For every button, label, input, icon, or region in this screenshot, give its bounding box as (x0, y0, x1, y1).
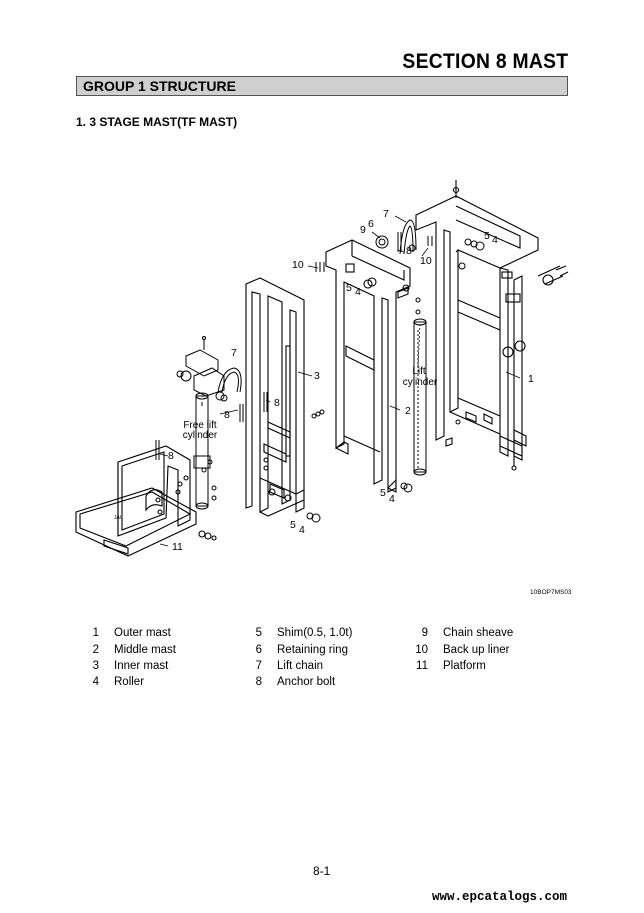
svg-text:5: 5 (484, 230, 490, 242)
legend-num: 1 (92, 627, 99, 639)
group-title: GROUP 1 STRUCTURE (83, 78, 236, 94)
legend-num: 11 (416, 660, 428, 672)
legend-name: Lift chain (277, 660, 324, 672)
figure-code: 10BOP7MS03 (530, 589, 572, 596)
svg-text:10: 10 (420, 255, 432, 267)
lift-chain-left (217, 367, 242, 393)
legend-num: 7 (255, 660, 262, 672)
legend-name: Inner mast (114, 660, 169, 672)
anchor-bolts (155, 232, 433, 460)
lift-chain-right (399, 219, 417, 255)
legend-num: 5 (255, 627, 262, 639)
callouts (159, 215, 521, 547)
legend-num: 3 (92, 660, 99, 672)
legend-name: Middle mast (114, 644, 176, 656)
legend-num: 2 (92, 644, 99, 656)
svg-text:11: 11 (172, 541, 183, 553)
svg-text:1: 1 (528, 373, 534, 385)
legend-num: 10 (415, 644, 428, 656)
svg-text:6: 6 (368, 218, 374, 230)
svg-text:JAI: JAI (114, 515, 121, 521)
page-number: 8-1 (313, 864, 331, 878)
legend-num: 6 (255, 644, 262, 656)
legend-name: Roller (114, 676, 145, 688)
group-header: GROUP 1 STRUCTURE (76, 76, 568, 96)
legend-name: Shim(0.5, 1.0t) (277, 627, 353, 639)
svg-text:10: 10 (292, 259, 304, 271)
legend-name: Platform (443, 660, 486, 672)
watermark[interactable]: www.epcatalogs.com (432, 890, 568, 904)
svg-text:8: 8 (224, 409, 230, 421)
legend-name: Retaining ring (277, 644, 348, 656)
lift-cylinder (413, 297, 427, 476)
middle-mast (325, 239, 411, 493)
platform: JAI (75, 445, 217, 557)
svg-text:4: 4 (492, 234, 498, 246)
free-lift-head (176, 336, 228, 406)
legend-name: Anchor bolt (277, 676, 336, 688)
legend-num: 9 (421, 627, 428, 639)
free-lift-cylinder (193, 392, 217, 510)
svg-text:8: 8 (274, 397, 280, 409)
callout-numbers: 1 2 3 7 8 8 8 11 10 10 7 6 9 8 5 4 5 4 5… (168, 208, 534, 553)
legend-name: Chain sheave (443, 627, 514, 639)
svg-text:8: 8 (406, 245, 412, 257)
rollers (306, 235, 485, 523)
svg-text:5: 5 (346, 282, 352, 294)
legend-num: 4 (92, 676, 99, 688)
svg-text:3: 3 (314, 370, 320, 382)
legend-num: 8 (255, 676, 262, 688)
section-title: SECTION 8 MAST (402, 50, 568, 73)
legend-name: Back up liner (443, 644, 510, 656)
svg-text:5: 5 (380, 487, 386, 499)
inner-mast (245, 277, 305, 517)
legend-name: Outer mast (114, 627, 171, 639)
subsection-title: 1. 3 STAGE MAST(TF MAST) (76, 115, 238, 129)
svg-text:7: 7 (383, 208, 389, 220)
svg-text:2: 2 (405, 405, 411, 417)
svg-text:9: 9 (360, 224, 366, 236)
svg-text:5: 5 (290, 519, 296, 531)
svg-text:4: 4 (389, 493, 395, 505)
svg-text:4: 4 (355, 286, 361, 298)
outer-mast (415, 180, 569, 471)
svg-text:7: 7 (231, 347, 237, 359)
svg-text:4: 4 (299, 524, 305, 536)
svg-text:8: 8 (168, 450, 174, 462)
